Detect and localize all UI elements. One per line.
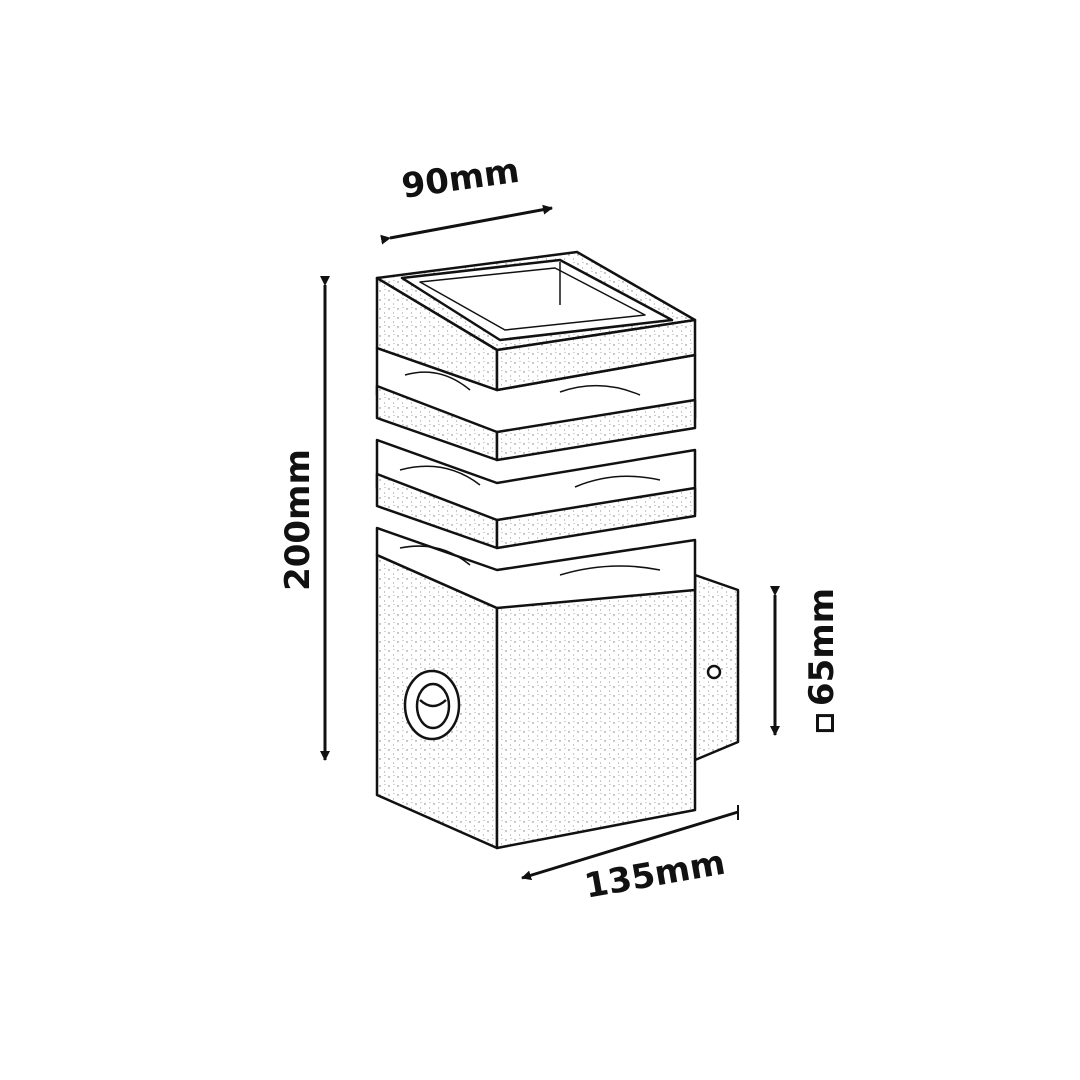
- lamp-body: [375, 250, 740, 850]
- band-2: [375, 384, 697, 462]
- depth-arrow: [521, 810, 739, 881]
- band-3: [375, 472, 697, 550]
- wall-mount-plate: [693, 573, 740, 762]
- square-section-icon: [816, 714, 834, 733]
- motion-sensor-icon: [403, 669, 461, 741]
- top-cap: [375, 250, 697, 392]
- width-arrow: [380, 204, 553, 245]
- dimension-lines: [320, 204, 780, 881]
- mount-dimension-label: 65mm: [802, 587, 842, 733]
- mount-screw-icon: [706, 664, 722, 680]
- lower-housing: [375, 553, 697, 850]
- height-dimension-label: 200mm: [278, 449, 318, 591]
- mount-dimension-value: 65mm: [802, 587, 842, 707]
- glass-window-lower: [375, 526, 697, 610]
